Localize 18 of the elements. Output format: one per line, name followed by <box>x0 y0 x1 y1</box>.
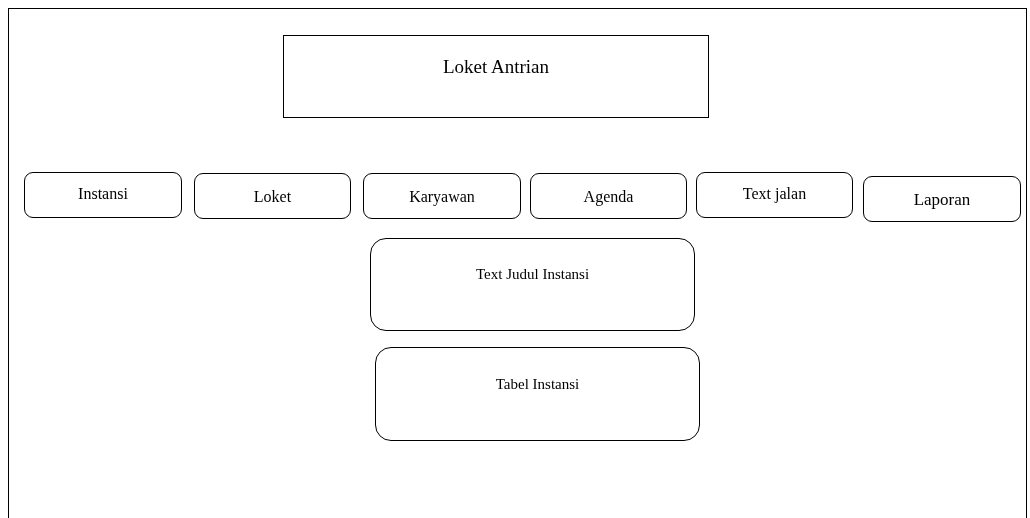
tab-label: Agenda <box>583 188 634 206</box>
tab-label: Laporan <box>913 190 971 210</box>
panel-label: Text Judul Instansi <box>475 266 590 283</box>
header-title: Loket Antrian <box>442 56 550 78</box>
menu-tab <box>363 173 521 219</box>
tab-label: Text jalan <box>742 185 807 203</box>
header-box <box>283 35 709 118</box>
menu-tab <box>863 176 1021 222</box>
tab-label: Instansi <box>78 185 128 203</box>
tab-label: Karyawan <box>409 188 475 206</box>
menu-tab <box>530 173 687 219</box>
menu-tab <box>24 172 182 218</box>
menu-tab <box>696 172 853 218</box>
panel-label: Tabel Instansi <box>495 376 580 393</box>
content-panel <box>375 347 700 441</box>
tab-label: Loket <box>253 188 292 206</box>
content-panel <box>370 238 695 331</box>
menu-tab <box>194 173 351 219</box>
